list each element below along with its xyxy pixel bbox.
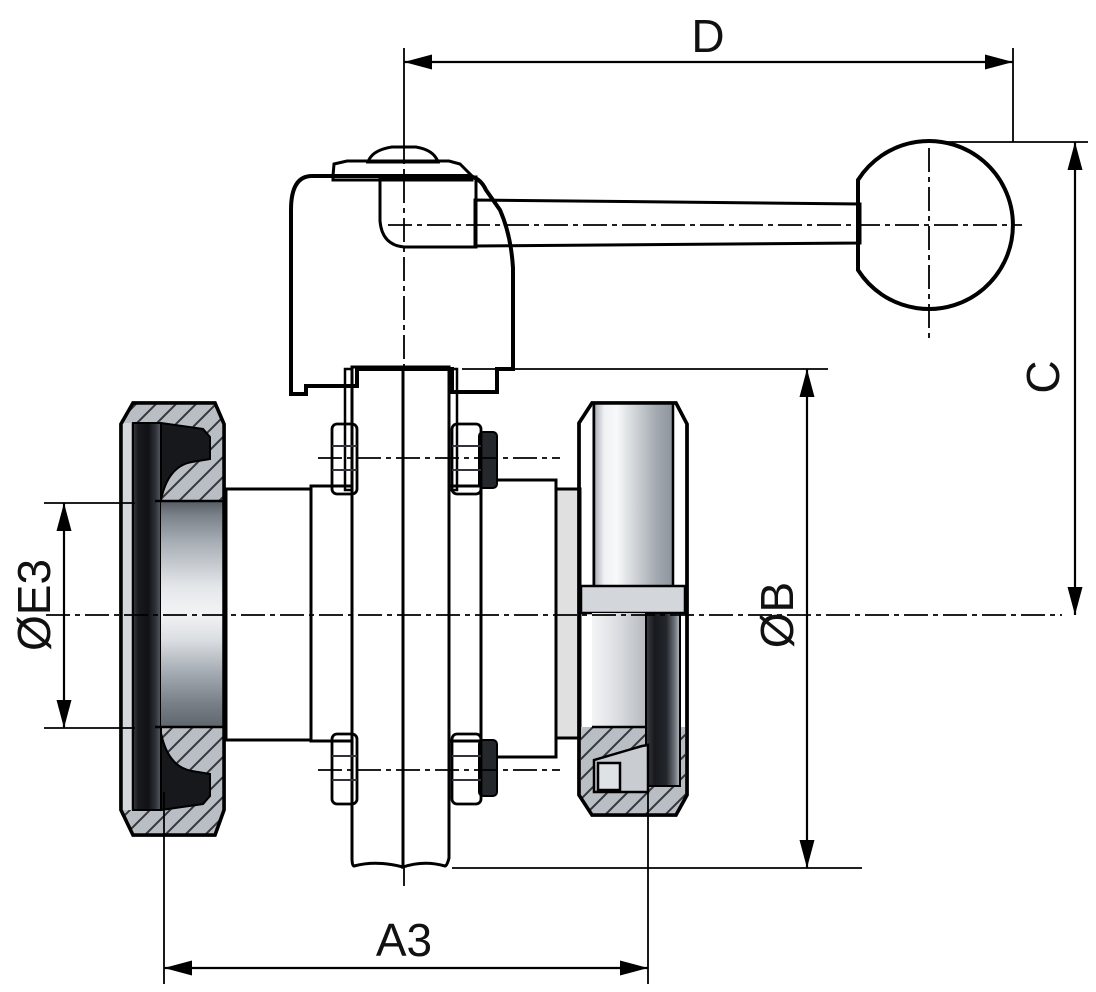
stem-cylinder xyxy=(378,175,478,249)
left-seal-ring xyxy=(132,422,162,811)
right-nut-bore xyxy=(592,613,646,727)
right-union-nut xyxy=(577,401,689,817)
dimension-D: D xyxy=(403,10,1014,142)
actuator-housing xyxy=(289,174,515,396)
ring-step-shade xyxy=(556,489,580,738)
hand-lever[interactable] xyxy=(473,198,862,248)
dimension-OE3: ØE3 xyxy=(8,502,135,729)
dimension-A3: A3 xyxy=(163,752,649,984)
dim-label-D: D xyxy=(691,10,724,62)
dimension-C: C xyxy=(936,141,1088,615)
right-nut-slot xyxy=(596,761,622,792)
neck-strip-left xyxy=(343,367,354,492)
hex-bolt-top-left xyxy=(330,422,359,496)
centerlines xyxy=(46,140,1062,886)
left-seal-lip-bottom xyxy=(160,732,211,812)
stem-assembly xyxy=(331,145,478,249)
lock-nut-bottom xyxy=(478,739,498,797)
left-nut-wall xyxy=(122,423,133,810)
dimension-OB: ØB xyxy=(452,368,862,869)
lock-nut-top xyxy=(478,431,498,489)
hex-bolt-top-right xyxy=(450,422,483,496)
disc-plate-left xyxy=(350,365,405,869)
valve-disc xyxy=(343,365,459,870)
right-nut-thread-zone xyxy=(592,404,673,586)
flange-bolts xyxy=(330,422,498,806)
hex-bolt-bottom-right xyxy=(450,732,483,806)
knob-ball[interactable] xyxy=(856,139,1015,311)
right-nut-step-band xyxy=(579,584,687,615)
right-liner-seal xyxy=(645,612,681,787)
dim-label-A3: A3 xyxy=(376,914,432,966)
left-liner xyxy=(161,501,224,727)
left-seal-lip-top xyxy=(160,421,211,501)
hex-bolt-bottom-left xyxy=(330,732,359,806)
disc-plate-right xyxy=(401,365,451,870)
body-cylinder xyxy=(479,478,558,759)
left-flange xyxy=(309,484,354,743)
stem-top-cap xyxy=(365,145,441,164)
dim-label-OE3: ØE3 xyxy=(8,559,60,651)
left-union-nut xyxy=(119,401,226,837)
dim-label-C: C xyxy=(1017,360,1069,393)
right-flange xyxy=(447,484,483,743)
dim-label-OB: ØB xyxy=(751,582,803,648)
